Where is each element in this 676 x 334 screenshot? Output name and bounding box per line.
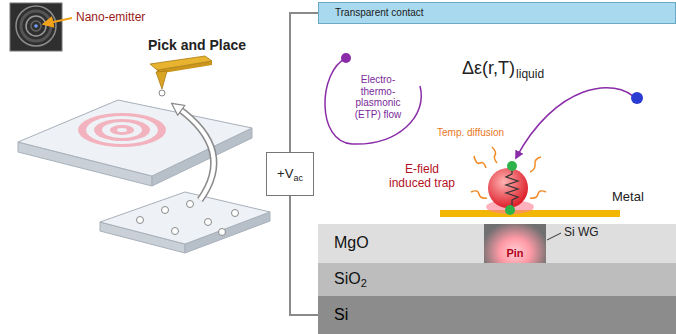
heat-wave	[471, 191, 487, 198]
waveguide-label: Si WG	[564, 226, 599, 240]
emitter-bead	[187, 201, 194, 208]
emitter-bead	[205, 219, 212, 226]
contact-bar: Transparent contact	[318, 2, 676, 24]
emitter-dot	[34, 24, 38, 28]
incoming-particle	[631, 92, 643, 104]
permittivity-label: Δε(r,T)	[462, 58, 515, 80]
emitter-bead	[137, 217, 144, 224]
leader-line	[547, 233, 561, 240]
picked-emitter	[159, 90, 165, 96]
trap-label: E-field induced trap	[383, 162, 461, 191]
microscope-image	[10, 3, 62, 51]
bullseye-ring	[86, 116, 158, 144]
heat-wave	[530, 191, 546, 198]
cantilever-tip	[156, 71, 167, 89]
bullseye-ring	[117, 128, 127, 132]
transfer-arrow	[178, 108, 214, 200]
layer-label: Metal	[612, 190, 644, 205]
trapped-sphere	[488, 168, 528, 208]
mgo-layer: PinSi WGMgO	[318, 224, 676, 263]
etp-flow-loop	[325, 58, 421, 144]
layer-label: Si	[334, 306, 348, 324]
layer-label: SiO	[334, 270, 361, 288]
contact-label: Transparent contact	[335, 7, 424, 19]
wire	[290, 196, 318, 315]
heat-wave	[530, 157, 541, 172]
spring-symbol	[506, 170, 518, 206]
ring	[21, 11, 51, 41]
cantilever	[150, 56, 212, 70]
emitter-dot	[505, 205, 515, 215]
emitter-bead	[232, 210, 239, 217]
bullseye-ring	[94, 119, 150, 141]
flow-particle	[341, 53, 351, 63]
callout-label: Nano-emitter	[76, 10, 145, 24]
bullseye-ring	[78, 113, 166, 147]
ring	[26, 16, 46, 36]
ring	[31, 21, 41, 31]
si-substrate: Si	[318, 296, 676, 334]
diffusion-label: Temp. diffusion	[437, 127, 504, 139]
layer-subscript: 2	[361, 277, 367, 290]
transfer-arrow-outline	[178, 108, 214, 200]
voltage-subscript: ac	[293, 173, 303, 183]
bullseye-ring	[102, 122, 142, 138]
section-title: Pick and Place	[148, 37, 246, 54]
permittivity-subscript: liquid	[516, 67, 544, 81]
layer-label: MgO	[334, 234, 369, 252]
slab-top	[100, 192, 270, 244]
metal-layer: Metal	[440, 210, 620, 217]
ring	[16, 6, 56, 46]
mode-label: Pin	[506, 247, 523, 260]
bullseye-ring	[110, 125, 134, 135]
emitter-bead	[219, 229, 226, 236]
flow-label: Electro- thermo- plasmonic (ETP) flow	[350, 74, 406, 120]
heat-wave	[492, 147, 497, 163]
sio2-layer: SiO2	[318, 263, 676, 296]
pointer-arrow	[44, 18, 72, 24]
voltage-source: +Vac	[266, 152, 314, 196]
emitter-bead	[172, 228, 179, 235]
si-waveguide: PinSi WG	[484, 224, 546, 263]
heat-wave	[474, 156, 486, 168]
particle-path	[516, 88, 637, 158]
wire	[290, 13, 318, 152]
voltage-label: +V	[277, 167, 293, 182]
emitter-dot	[507, 161, 517, 171]
emitter-bead	[162, 207, 169, 214]
